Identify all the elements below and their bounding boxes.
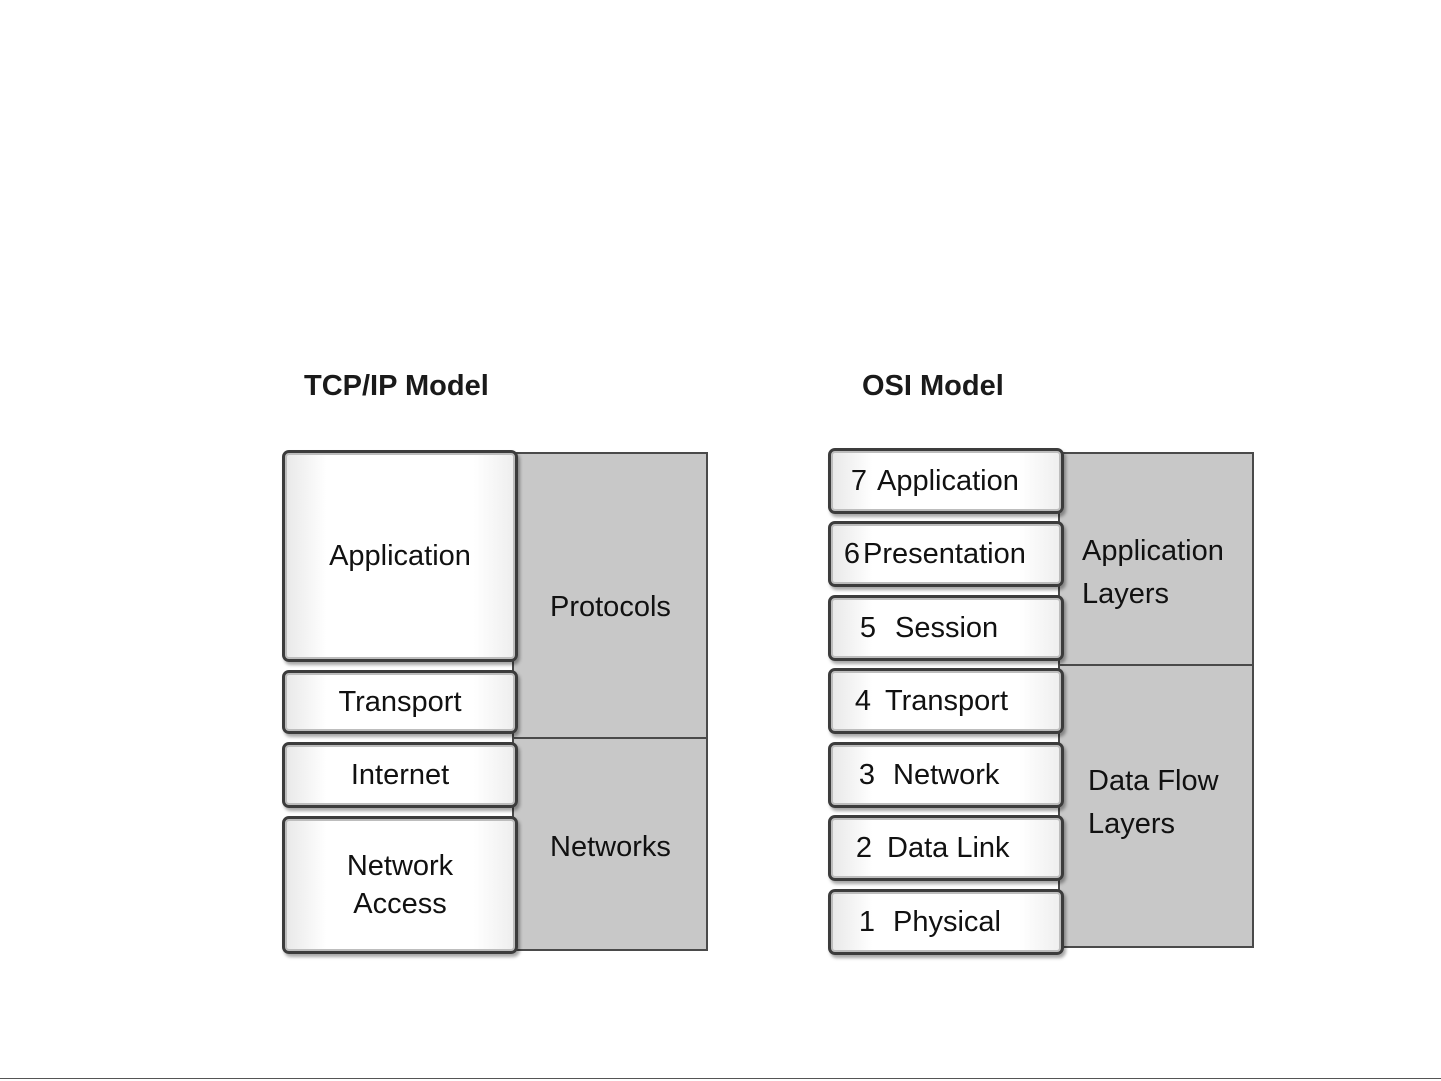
osi-group-divider [1058, 664, 1254, 666]
osi-layer-6: 6 Presentation [828, 521, 1064, 587]
osi-layer-number: 1 [841, 903, 893, 941]
osi-model-title: OSI Model [862, 370, 1004, 403]
osi-layer-name: Data Link [887, 829, 1010, 867]
tcpip-layer-name: Network Access [347, 847, 453, 923]
tcpip-group-panel [512, 452, 708, 951]
osi-layer-name: Network [893, 756, 999, 794]
osi-layer-number: 4 [841, 682, 885, 720]
osi-group-data-flow-layers-label: Data Flow Layers [1088, 760, 1219, 846]
tcpip-layer-transport: Transport [282, 670, 518, 734]
osi-layer-number: 5 [841, 609, 895, 647]
osi-layer-number: 7 [841, 462, 877, 500]
tcpip-layer-name: Internet [351, 756, 449, 794]
tcpip-group-divider [512, 737, 708, 739]
osi-layer-2: 2 Data Link [828, 815, 1064, 881]
tcpip-layer-internet: Internet [282, 742, 518, 808]
osi-group-application-layers-label: Application Layers [1082, 530, 1224, 616]
tcpip-layer-name: Transport [338, 683, 461, 721]
osi-layer-name: Application [877, 462, 1019, 500]
osi-layer-5: 5 Session [828, 595, 1064, 661]
osi-layer-name: Presentation [863, 535, 1026, 573]
osi-layer-name: Transport [885, 682, 1008, 720]
osi-layer-4: 4 Transport [828, 668, 1064, 734]
osi-layer-number: 2 [841, 829, 887, 867]
tcpip-group-networks-label: Networks [550, 826, 671, 869]
osi-layer-1: 1 Physical [828, 889, 1064, 955]
tcpip-layer-network-access: Network Access [282, 816, 518, 954]
osi-layer-3: 3 Network [828, 742, 1064, 808]
osi-layer-7: 7 Application [828, 448, 1064, 514]
osi-layer-name: Physical [893, 903, 1001, 941]
osi-layer-number: 6 [841, 535, 863, 573]
tcpip-model-title: TCP/IP Model [304, 370, 489, 403]
tcpip-layer-application: Application [282, 450, 518, 662]
osi-layer-name: Session [895, 609, 998, 647]
bottom-rule [0, 1078, 1441, 1079]
tcpip-group-protocols-label: Protocols [550, 586, 671, 629]
osi-group-panel [1058, 452, 1254, 948]
osi-layer-number: 3 [841, 756, 893, 794]
tcpip-layer-name: Application [329, 537, 471, 575]
